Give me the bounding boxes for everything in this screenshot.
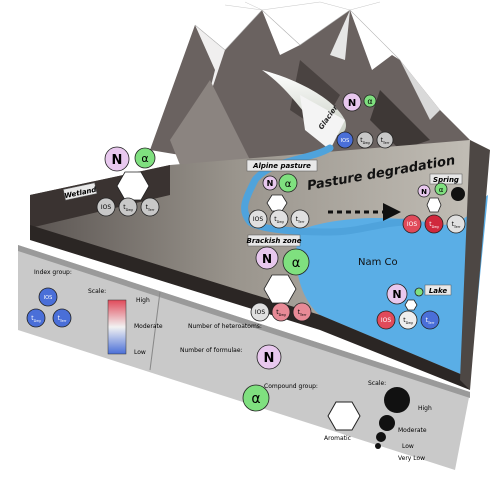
alpine-tdeg: tDeg [274,216,283,224]
legend-size-scale: Scale: [368,380,386,387]
legend-ios: IOS [44,295,53,301]
tterr-subscript: Terr [382,141,390,145]
alpine-alpha: α [285,179,292,190]
legend-formulae: Number of formulae: [180,347,243,354]
tterr-subscript: Terr [147,208,155,212]
legend-high: High [136,297,150,304]
legend-size-high: High [418,405,432,412]
legend-alpha: α [251,391,260,407]
glacier-alpha: α [367,97,372,106]
spring-label: Spring [433,176,459,184]
alpine-label: Alpine pasture [252,162,311,170]
tterr-subscript: Terr [453,225,461,229]
lake-glyphs: N Lake IOS tDeg tTerr [376,283,452,330]
spring-alpha: α [439,186,444,194]
spring-tterr: tTerr [452,221,461,229]
brackish-tterr: tTerr [298,309,307,317]
spring-glyphs: Spring N α IOS tDeg tTerr [402,173,466,234]
tdeg-subscript: Deg [34,319,41,323]
tdeg-subscript: Deg [126,208,133,212]
wetland-glyphs: N α Wetland IOS tDeg tTerr [63,146,160,217]
legend: Index group: IOS tDeg tTerr Scale: High … [26,269,432,462]
legend-tdeg: tDeg [31,315,40,323]
tterr-subscript: Terr [59,319,67,323]
wetland-ios: IOS [101,204,111,211]
brackish-glyphs: Brackish zone N α IOS tDeg tTerr [247,234,312,322]
tdeg-subscript: Deg [277,220,284,224]
brackish-n: N [262,252,272,266]
legend-low: Low [134,349,146,356]
tterr-subscript: Terr [299,313,307,317]
legend-size-low: Low [402,443,414,450]
glacier-ios: IOS [341,138,350,144]
legend-index-group: Index group: [34,269,72,276]
tdeg-subscript: Deg [406,321,413,325]
alpine-tterr: tTerr [296,216,305,224]
legend-size-moderate: Moderate [398,427,427,434]
wetland-alpha: α [141,152,148,165]
lake-tterr: tTerr [426,317,435,325]
alpine-ios: IOS [253,216,263,223]
legend-heteroatoms: Number of heteroatoms: [188,323,262,330]
brackish-tdeg: tDeg [276,309,285,317]
glacier-n: N [348,98,356,109]
tdeg-subscript: Deg [432,225,439,229]
legend-n: N [264,351,275,366]
glacier-tterr: tTerr [381,137,390,145]
glacier-tdeg: tDeg [360,137,369,145]
legend-scale-label: Scale: [88,288,106,295]
spring-tdeg: tDeg [429,221,438,229]
tdeg-subscript: Deg [279,313,286,317]
color-scale-bar [107,299,127,355]
spring-n: N [421,188,427,196]
lake-label: Lake [429,287,448,295]
lake-n: N [392,288,401,301]
lake-tdeg: tDeg [403,317,412,325]
glacier-glyphs: N α Glacier IOS tDeg tTerr [317,92,394,149]
alpine-n: N [267,179,274,188]
tterr-subscript: Terr [297,220,305,224]
legend-tterr: tTerr [58,315,67,323]
brackish-alpha: α [292,256,301,271]
legend-size-very-low: Very Low [398,455,425,462]
legend-compound-group: Compound group: [264,383,318,390]
wetland-n: N [112,153,123,168]
legend-moderate: Moderate [134,323,163,330]
lake-ios: IOS [381,317,391,324]
wetland-tterr: tTerr [146,204,155,212]
brackish-ios: IOS [255,309,265,316]
legend-aromatic: Aromatic [324,435,351,442]
spring-ios: IOS [407,221,417,228]
namco-label: Nam Co [358,257,398,268]
tterr-subscript: Terr [427,321,435,325]
tdeg-subscript: Deg [363,141,370,145]
wetland-tdeg: tDeg [123,204,132,212]
alpine-glyphs: Alpine pasture N α IOS tDeg tTerr [246,159,318,229]
brackish-label: Brackish zone [247,237,302,245]
